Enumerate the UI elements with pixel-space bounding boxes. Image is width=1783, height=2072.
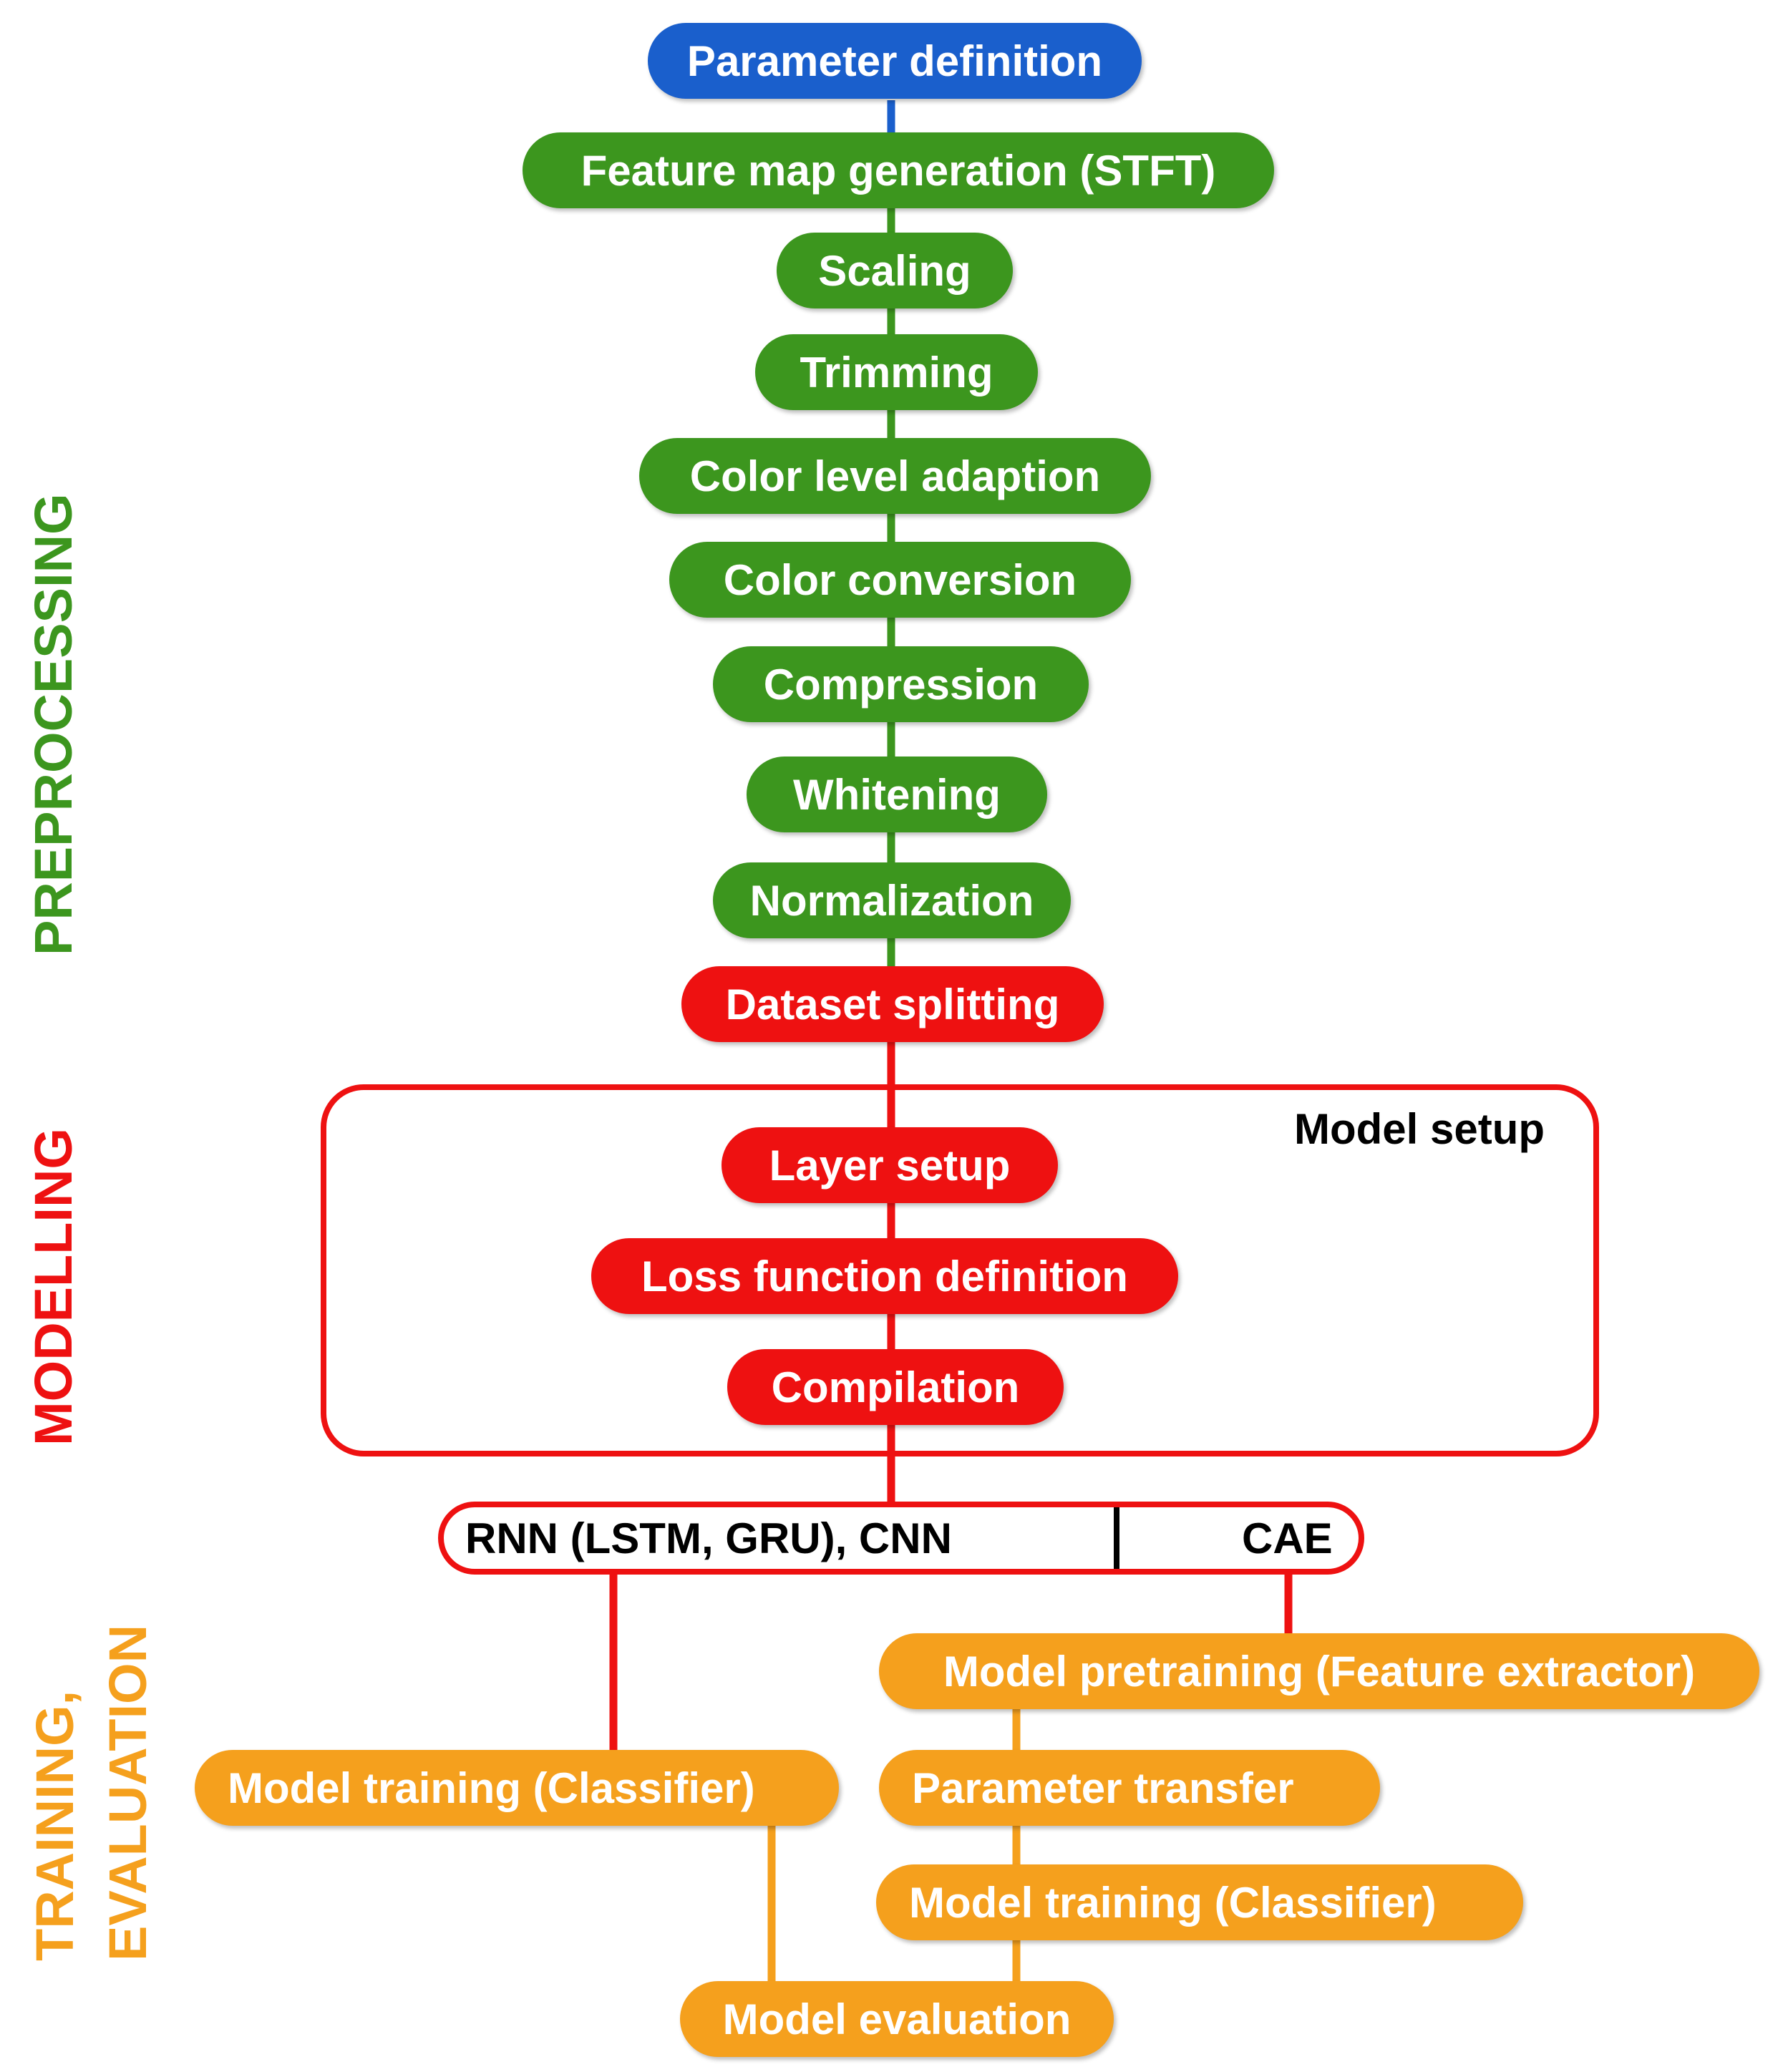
step-model-evaluation: Model evaluation bbox=[680, 1981, 1114, 2057]
step-color-conversion: Color conversion bbox=[669, 542, 1131, 618]
step-compilation: Compilation bbox=[727, 1349, 1064, 1425]
model-type-cae: CAE bbox=[1242, 1514, 1333, 1562]
step-dataset-splitting: Dataset splitting bbox=[681, 966, 1104, 1042]
step-trimming: Trimming bbox=[755, 334, 1038, 410]
step-normalization: Normalization bbox=[713, 862, 1071, 938]
model-type-rnn-cnn: RNN (LSTM, GRU), CNN bbox=[465, 1514, 952, 1562]
step-whitening: Whitening bbox=[747, 757, 1047, 832]
step-color-level-adaption: Color level adaption bbox=[639, 438, 1151, 514]
step-parameter-definition: Parameter definition bbox=[648, 23, 1142, 99]
step-parameter-transfer: Parameter transfer bbox=[879, 1750, 1380, 1826]
step-model-pretraining: Model pretraining (Feature extractor) bbox=[879, 1633, 1759, 1709]
model-setup-label: Model setup bbox=[1294, 1105, 1545, 1153]
step-model-training-right: Model training (Classifier) bbox=[876, 1864, 1523, 1940]
phase-label-preprocessing: PREPROCESSING bbox=[24, 493, 83, 955]
phase-label-evaluation: EVALUATION bbox=[98, 1624, 157, 1961]
phase-label-training: TRAINING, bbox=[25, 1690, 84, 1961]
step-model-training-left: Model training (Classifier) bbox=[195, 1750, 839, 1826]
step-layer-setup: Layer setup bbox=[722, 1127, 1058, 1203]
model-type-box bbox=[438, 1502, 1364, 1575]
step-compression: Compression bbox=[713, 646, 1089, 722]
step-loss-function-definition: Loss function definition bbox=[591, 1238, 1178, 1314]
phase-label-modelling: MODELLING bbox=[24, 1128, 83, 1446]
model-type-divider bbox=[1114, 1507, 1119, 1569]
step-scaling: Scaling bbox=[777, 233, 1013, 308]
model-setup-frame bbox=[321, 1084, 1599, 1456]
step-feature-map-generation: Feature map generation (STFT) bbox=[523, 132, 1274, 208]
